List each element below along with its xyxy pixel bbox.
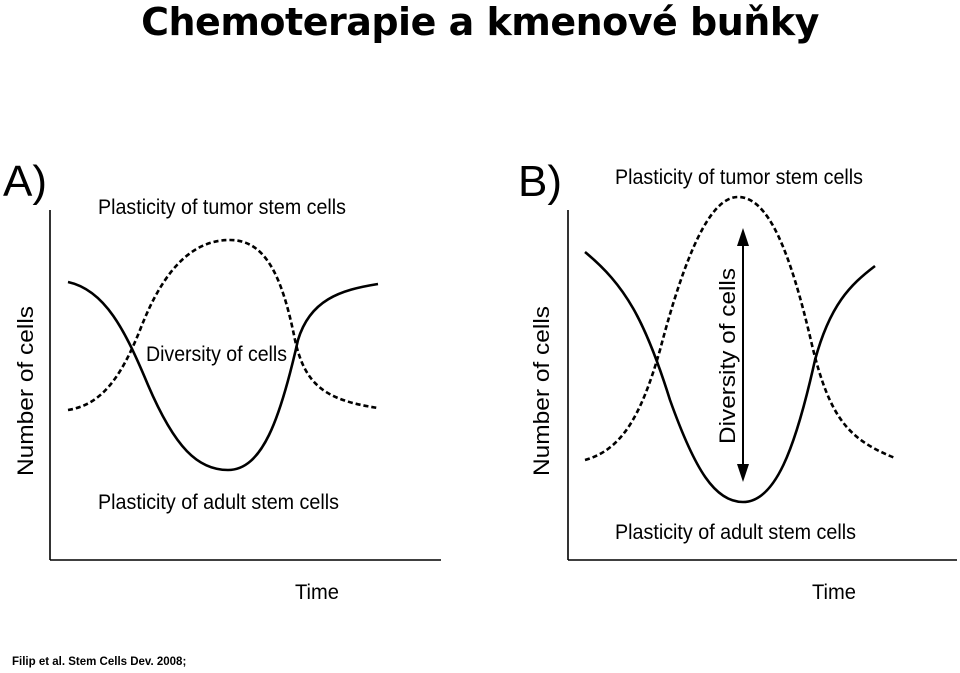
panel-a-bottom-label: Plasticity of adult stem cells — [98, 491, 339, 514]
panel-b-bottom-label: Plasticity of adult stem cells — [615, 521, 856, 544]
panel-b-adult-curve — [584, 250, 876, 504]
panel-b-label: B) — [518, 157, 562, 206]
panel-b: B) Plasticity of tumor stem cells Divers… — [518, 157, 957, 604]
panel-a: A) Plasticity of tumor stem cells Divers… — [3, 157, 441, 604]
panel-a-y-axis-label: Number of cells — [13, 306, 38, 476]
panel-b-x-axis-label: Time — [812, 581, 856, 604]
panel-b-middle-label: Diversity of cells — [715, 268, 740, 444]
panel-a-top-label: Plasticity of tumor stem cells — [98, 196, 346, 219]
panel-a-x-axis-label: Time — [295, 581, 339, 604]
panel-a-adult-curve — [67, 280, 379, 472]
citation-caption: Filip et al. Stem Cells Dev. 2008; — [12, 656, 187, 668]
panel-b-tumor-curve — [584, 195, 896, 462]
panel-b-top-label: Plasticity of tumor stem cells — [615, 166, 863, 189]
panel-b-arrow-head-up — [737, 228, 749, 246]
panel-b-arrow-head-down — [737, 464, 749, 482]
panel-a-middle-label: Diversity of cells — [146, 343, 287, 366]
slide-title: Chemoterapie a kmenové buňky — [141, 0, 819, 44]
panel-a-tumor-curve — [67, 238, 379, 412]
panel-b-y-axis-label: Number of cells — [529, 306, 554, 476]
panel-a-label: A) — [3, 157, 47, 206]
